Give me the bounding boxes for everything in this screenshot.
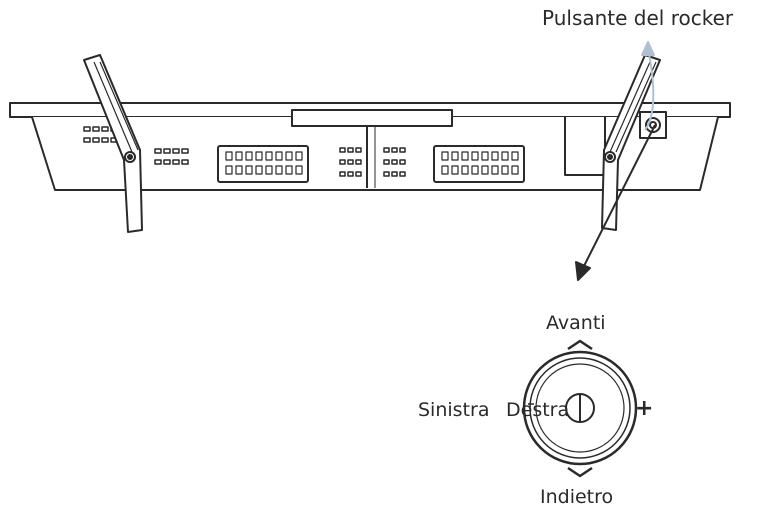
rocker-control-icon bbox=[522, 350, 638, 466]
right-label: Destra bbox=[506, 399, 570, 421]
pointer-arc bbox=[644, 47, 655, 131]
right-bracket bbox=[564, 117, 606, 176]
forward-label: Avanti bbox=[546, 312, 606, 334]
plus-label: + bbox=[635, 396, 654, 421]
chevron-up-icon bbox=[567, 339, 593, 351]
chevron-down-icon bbox=[567, 466, 593, 478]
center-bracket bbox=[291, 109, 453, 127]
port-panel-left bbox=[217, 145, 309, 183]
rocker-button-location bbox=[639, 111, 667, 139]
vent-left-2 bbox=[154, 148, 189, 165]
vent-center-left bbox=[339, 147, 362, 177]
rocker-button-label: Pulsante del rocker bbox=[542, 6, 734, 30]
port-panel-right bbox=[433, 145, 525, 183]
stand-leg-right bbox=[601, 54, 661, 231]
pointer-arrow bbox=[575, 124, 656, 281]
back-label: Indietro bbox=[540, 486, 614, 508]
stand-leg-left bbox=[83, 54, 143, 233]
vent-center-right bbox=[383, 147, 406, 177]
left-label: Sinistra bbox=[418, 399, 490, 421]
